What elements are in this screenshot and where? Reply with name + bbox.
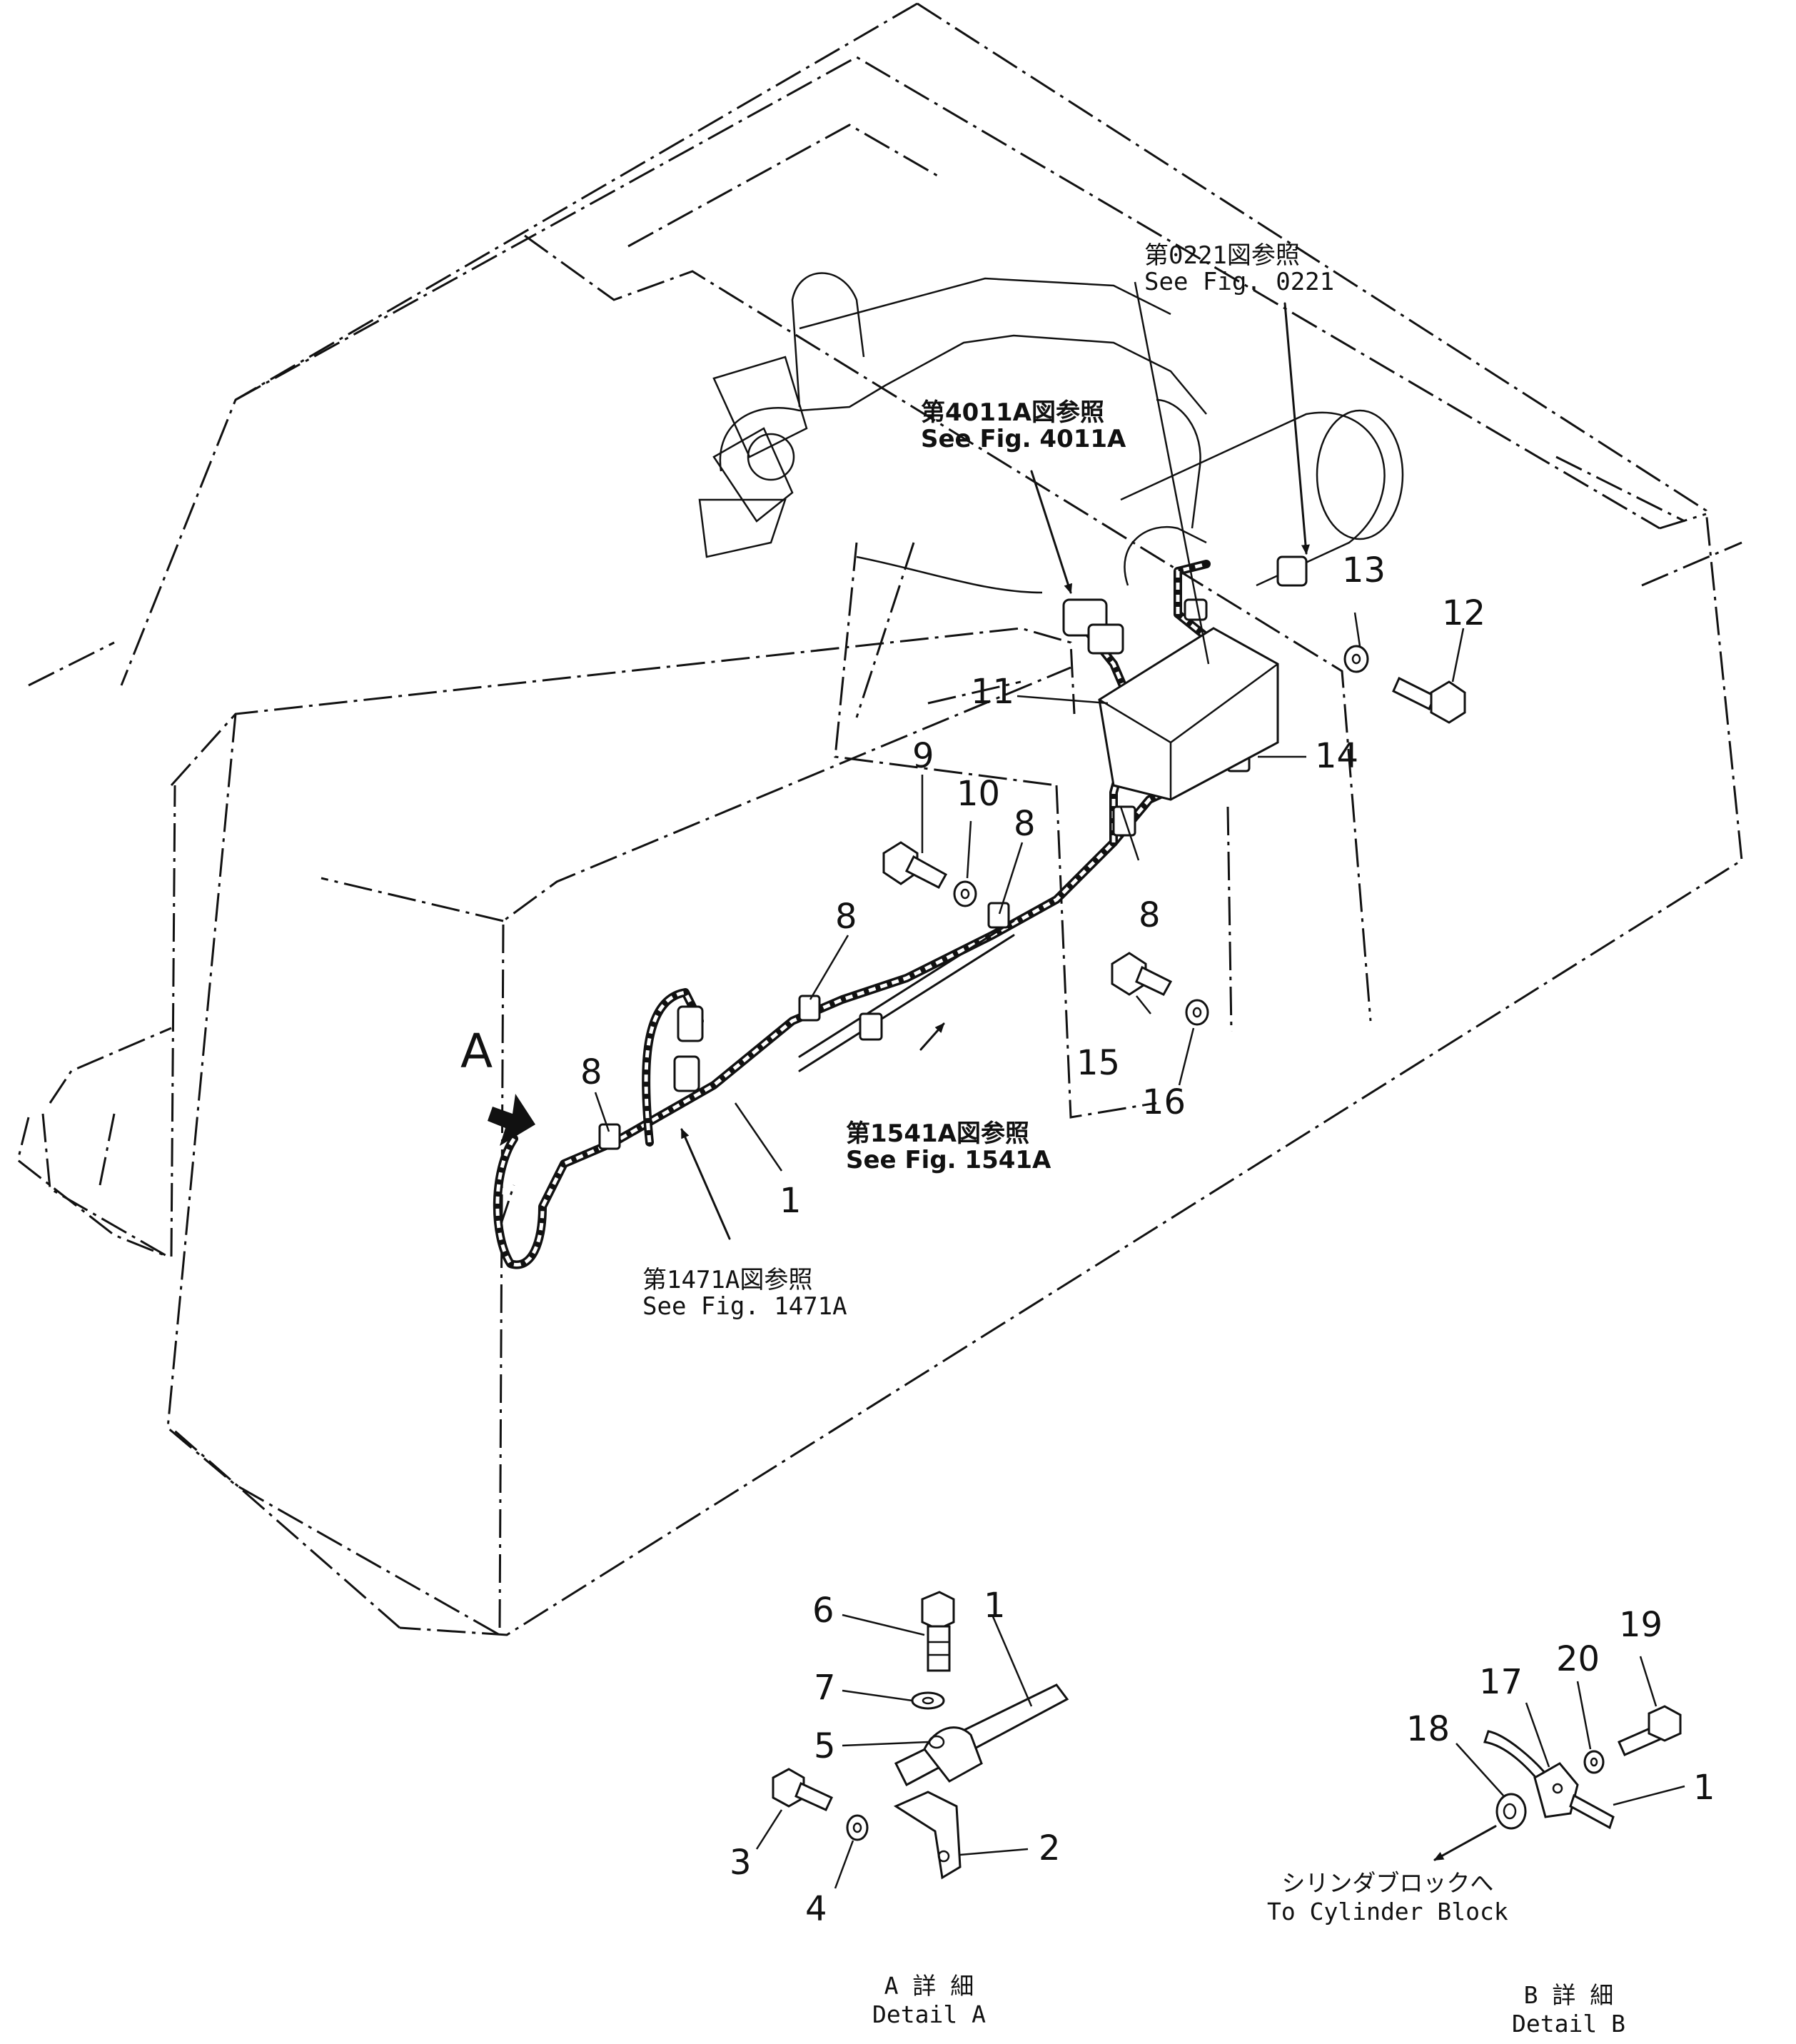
detail-b-jp: B 詳 細 (1523, 1981, 1614, 2009)
fig-1471a-ref: 第1471A図参照 See Fig. 1471A (642, 1267, 847, 1321)
part-number-8: 8 (580, 1052, 602, 1092)
to-cylinder-block-en: To Cylinder Block (1267, 1897, 1508, 1925)
machine-body-outline (16, 2, 1743, 1636)
part-number-2: 2 (1039, 1828, 1061, 1868)
view-a-marker: A (460, 1024, 493, 1079)
fig-4011a-jp: 第4011A図参照 (921, 398, 1104, 427)
part-number-11: 11 (971, 672, 1015, 712)
detail-a-caption: A 詳 細 Detail A (872, 1972, 986, 2028)
part-number-8: 8 (1014, 804, 1036, 844)
to-cylinder-block-jp: シリンダブロックへ (1281, 1869, 1494, 1897)
fig-1471a-en: See Fig. 1471A (642, 1292, 847, 1321)
part-number-12: 12 (1442, 593, 1486, 633)
part-number-8: 8 (1139, 895, 1161, 935)
part-number-16: 16 (1142, 1082, 1186, 1122)
part-number-19: 19 (1619, 1605, 1663, 1645)
part-number-13: 13 (1342, 550, 1386, 590)
fig-0221-ref: 第0221図参照 See Fig. 0221 (1144, 241, 1335, 297)
detail-b-drawing (1433, 1656, 1685, 1861)
part-number-1: 1 (984, 1586, 1006, 1626)
fig-0221-jp: 第0221図参照 (1144, 241, 1300, 270)
fig-4011a-ref: 第4011A図参照 See Fig. 4011A (921, 398, 1126, 454)
part-number-9: 9 (912, 736, 934, 776)
part-number-4: 4 (805, 1889, 827, 1929)
fig-0221-en: See Fig. 0221 (1144, 268, 1335, 297)
fig-4011a-en: See Fig. 4011A (921, 425, 1126, 454)
part-number-20: 20 (1556, 1639, 1600, 1679)
fig-1471a-jp: 第1471A図参照 (642, 1266, 813, 1294)
part-number-3: 3 (730, 1843, 752, 1883)
detail-a-jp: A 詳 細 (884, 1972, 974, 2000)
part-number-17: 17 (1479, 1662, 1523, 1702)
part-number-6: 6 (812, 1591, 834, 1631)
fig-1541a-ref: 第1541A図参照 See Fig. 1541A (846, 1119, 1051, 1175)
part-number-7: 7 (814, 1668, 836, 1708)
part-number-8: 8 (835, 897, 857, 937)
part-number-10: 10 (957, 774, 1001, 814)
engine-outline (698, 272, 1404, 594)
part-number-14: 14 (1315, 736, 1359, 776)
main-fasteners (882, 645, 1466, 1026)
main-leaders (594, 281, 1465, 1240)
fig-1541a-en: See Fig. 1541A (846, 1146, 1051, 1175)
fig-1541a-jp: 第1541A図参照 (846, 1119, 1029, 1148)
part-number-15: 15 (1076, 1043, 1121, 1083)
detail-b-caption: B 詳 細 Detail B (1512, 1981, 1625, 2038)
wire-harness (488, 555, 1308, 1269)
part-number-5: 5 (814, 1726, 836, 1766)
part-number-18: 18 (1406, 1709, 1451, 1749)
detail-b-en: Detail B (1512, 2009, 1625, 2038)
part-number-1: 1 (780, 1181, 802, 1221)
detail-a-drawing (755, 1591, 1069, 1889)
detail-a-en: Detail A (872, 2000, 986, 2028)
part-number-1: 1 (1693, 1768, 1715, 1808)
to-cylinder-block-caption: シリンダブロックへ To Cylinder Block (1267, 1869, 1508, 1925)
